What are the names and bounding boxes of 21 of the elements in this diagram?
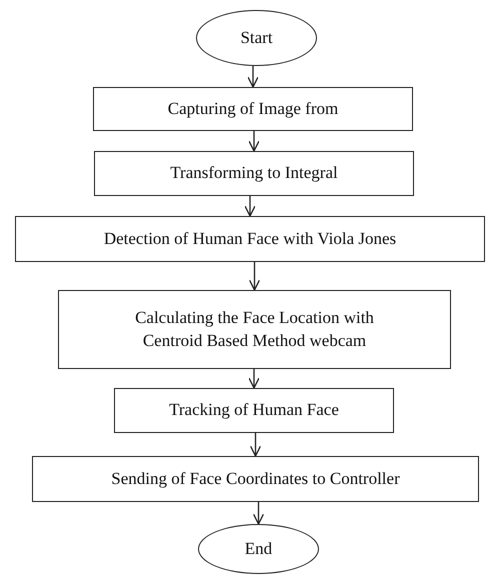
arrow <box>250 433 262 457</box>
arrow <box>248 131 260 152</box>
step-text: Detection of Human Face with Viola Jones <box>104 228 396 250</box>
arrow <box>247 66 259 88</box>
process-box <box>114 388 394 433</box>
step-text: Calculating the Face Location with Centroid Based Method webcam <box>134 307 375 352</box>
arrow <box>252 502 264 525</box>
arrow <box>244 196 256 217</box>
arrow <box>248 369 260 389</box>
step-text: Sending of Face Coordinates to Controller <box>111 468 400 490</box>
process-box <box>58 290 451 369</box>
process-box <box>94 151 414 196</box>
step-text: Transforming to Integral <box>170 162 338 184</box>
step-text: Start <box>240 26 273 49</box>
process-box <box>93 87 413 131</box>
process-box <box>32 456 479 502</box>
step-text: End <box>244 538 272 560</box>
arrow <box>248 262 260 291</box>
step-text: Capturing of Image from <box>168 98 338 120</box>
step-text: Tracking of Human Face <box>169 399 339 422</box>
process-box <box>15 216 485 262</box>
